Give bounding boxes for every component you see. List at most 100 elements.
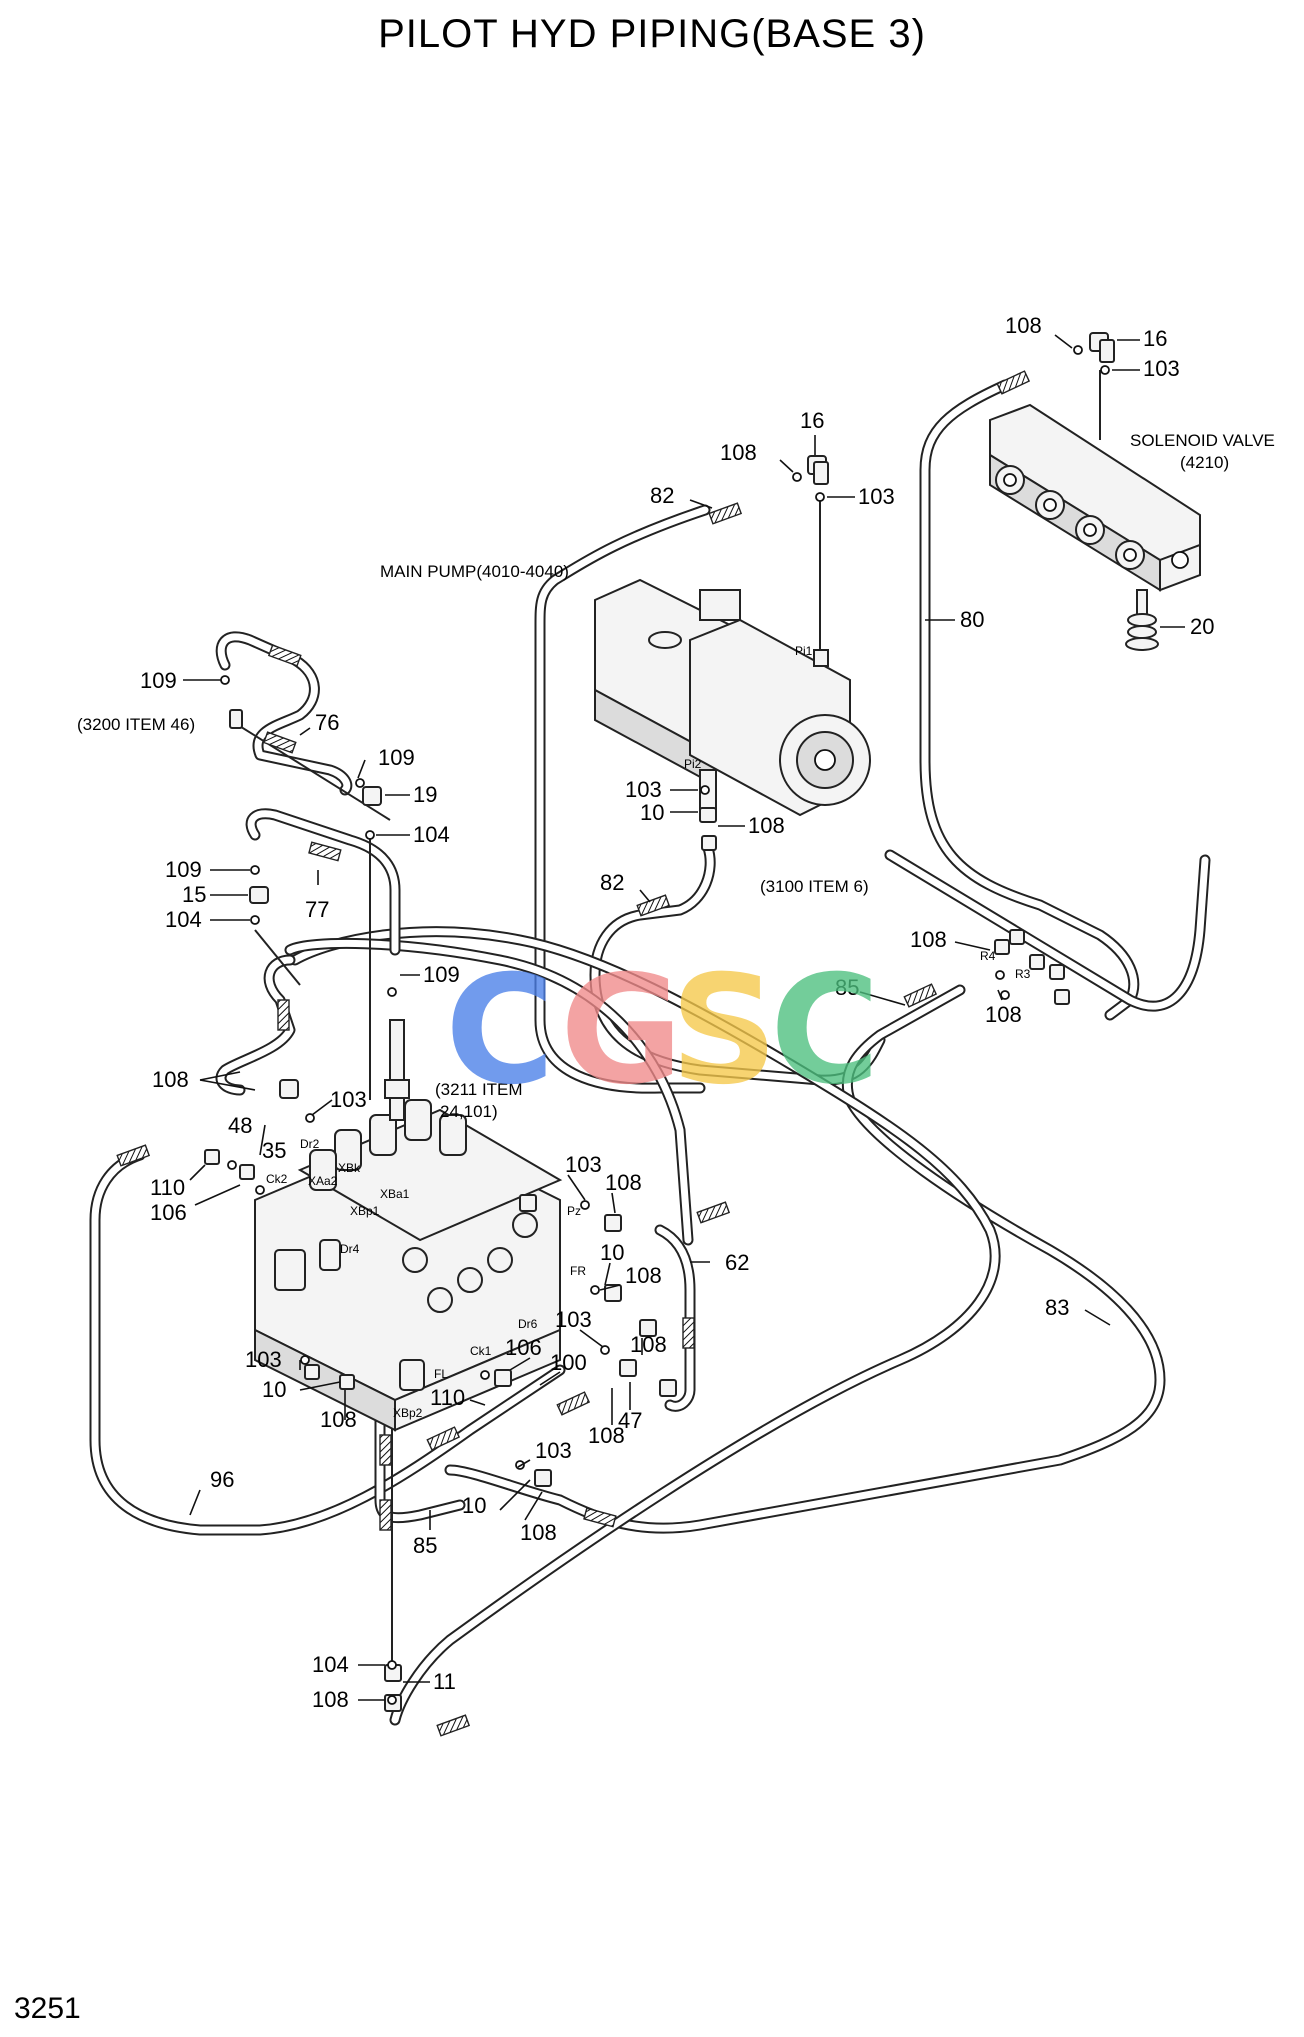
callout: 10 (640, 800, 664, 825)
callout: 109 (378, 745, 415, 770)
callout: 108 (630, 1332, 667, 1357)
callout: 96 (210, 1467, 234, 1492)
hose-crimps (116, 370, 1031, 1737)
callout: 48 (228, 1113, 252, 1138)
callout: 104 (312, 1652, 349, 1677)
label-ref-3200: (3200 ITEM 46) (77, 715, 195, 734)
callout: 47 (618, 1408, 642, 1433)
watermark: C G S C (445, 944, 880, 1118)
label-solenoid-valve-code: (4210) (1180, 453, 1229, 472)
port-label: XBp1 (350, 1204, 380, 1218)
port-label: XBa1 (380, 1187, 410, 1201)
callout: 103 (1143, 356, 1180, 381)
callout: 80 (960, 607, 984, 632)
callout: 82 (600, 870, 624, 895)
callout: 16 (1143, 326, 1167, 351)
callout: 103 (535, 1438, 572, 1463)
callout: 62 (725, 1250, 749, 1275)
port-label: FL (434, 1367, 448, 1381)
callout: 106 (505, 1335, 542, 1360)
callout: 103 (625, 777, 662, 802)
callout: 85 (835, 975, 859, 1000)
callout: 110 (150, 1175, 185, 1200)
callout: 20 (1190, 614, 1214, 639)
port-label: XAa2 (308, 1174, 338, 1188)
label-ref-3211-items: 24,101) (440, 1102, 498, 1121)
solenoid-valve (989, 403, 1201, 651)
callout: 108 (588, 1423, 625, 1448)
port-label: Dr4 (340, 1242, 360, 1256)
label-ref-3100: (3100 ITEM 6) (760, 877, 869, 896)
port-labels: Pi1 Pi2 R4 R3 Dr2 XBk XAa2 Ck2 XBp1 XBa1… (266, 644, 1031, 1420)
callout: 103 (565, 1152, 602, 1177)
callout-numbers: 108 16 103 20 80 16 108 103 82 103 10 10… (140, 313, 1214, 1712)
watermark-letter: C (770, 944, 880, 1118)
control-valve (254, 1019, 563, 1432)
callout: 108 (152, 1067, 189, 1092)
port-label: R3 (1015, 967, 1031, 981)
label-ref-3211: (3211 ITEM (435, 1080, 523, 1099)
callout: 15 (182, 882, 206, 907)
callout: 110 (430, 1385, 465, 1410)
callout: 108 (748, 813, 785, 838)
port-label: XBp2 (393, 1406, 423, 1420)
hose-lines (89, 370, 1211, 1726)
page-number: 3251 (14, 1992, 81, 2025)
callout: 108 (910, 927, 947, 952)
callout: 108 (312, 1687, 349, 1712)
callout: 104 (413, 822, 450, 847)
port-label: Pz (567, 1204, 581, 1218)
watermark-letter: C (445, 944, 555, 1118)
port-label: Ck2 (266, 1172, 288, 1186)
label-main-pump: MAIN PUMP(4010-4040) (380, 562, 569, 581)
callout: 82 (650, 483, 674, 508)
tube-104-cv (254, 929, 301, 986)
callout: 10 (600, 1240, 624, 1265)
component-labels: MAIN PUMP(4010-4040) SOLENOID VALVE (421… (77, 431, 1275, 1121)
watermark-letter: G (560, 944, 683, 1118)
callout: 83 (1045, 1295, 1069, 1320)
callout: 103 (555, 1307, 592, 1332)
port-label: Dr6 (518, 1317, 538, 1331)
callout: 100 (550, 1350, 587, 1375)
callout: 108 (1005, 313, 1042, 338)
callout: 10 (262, 1377, 286, 1402)
callout: 108 (605, 1170, 642, 1195)
callout: 103 (245, 1347, 282, 1372)
callout: 77 (305, 897, 329, 922)
callout: 108 (520, 1520, 557, 1545)
port-label: Pi1 (795, 644, 813, 658)
callout: 11 (433, 1669, 456, 1694)
port-label: Dr2 (300, 1137, 320, 1151)
watermark-letter: S (670, 944, 778, 1118)
callout: 109 (423, 962, 460, 987)
callout: 103 (330, 1087, 367, 1112)
callout: 35 (262, 1138, 286, 1163)
fittings (204, 332, 1115, 1712)
callout: 109 (140, 668, 177, 693)
leader-lines (183, 334, 1185, 1701)
port-label: FR (570, 1264, 586, 1278)
callout: 103 (858, 484, 895, 509)
callout: 109 (165, 857, 202, 882)
port-label: XBk (338, 1161, 361, 1175)
callout: 104 (165, 907, 202, 932)
callout: 108 (720, 440, 757, 465)
port-label: Pi2 (684, 757, 702, 771)
callout: 19 (413, 782, 437, 807)
callout: 85 (413, 1533, 437, 1558)
callout: 10 (462, 1493, 486, 1518)
port-label: R4 (980, 949, 996, 963)
main-pump (594, 578, 871, 817)
page-title: PILOT HYD PIPING(BASE 3) (378, 12, 926, 56)
label-solenoid-valve: SOLENOID VALVE (1130, 431, 1275, 450)
callout: 16 (800, 408, 824, 433)
port-label: Ck1 (470, 1344, 492, 1358)
callout: 76 (315, 710, 339, 735)
callout: 108 (625, 1263, 662, 1288)
callout: 108 (985, 1002, 1022, 1027)
callout: 108 (320, 1407, 357, 1432)
callout: 106 (150, 1200, 187, 1225)
